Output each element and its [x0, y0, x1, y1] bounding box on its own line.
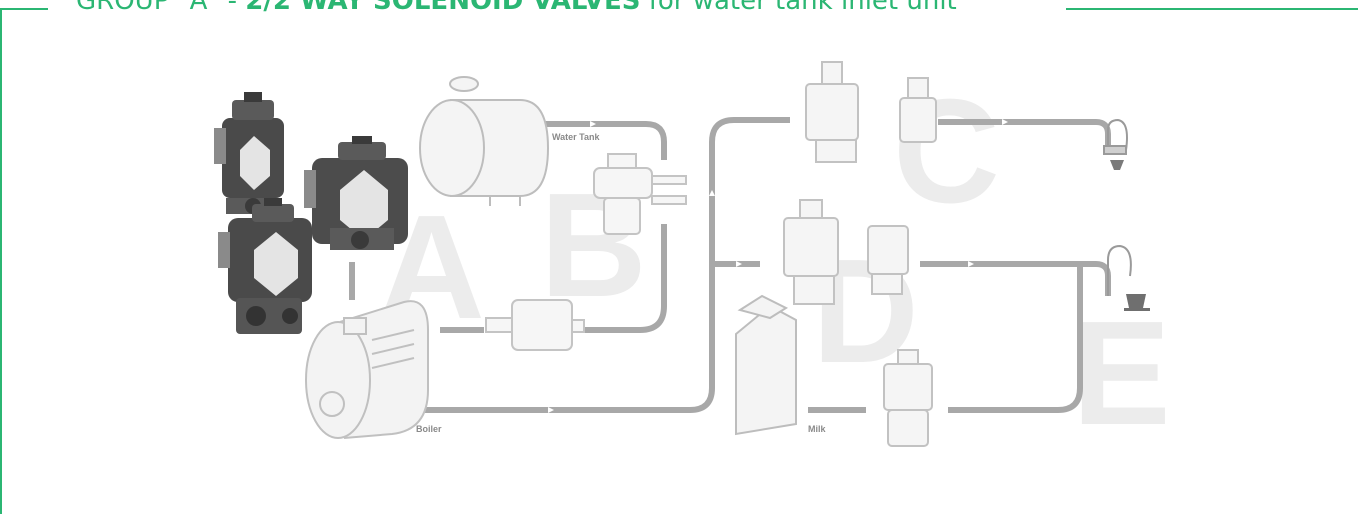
coffee-cup-icon	[1126, 294, 1146, 308]
water-tank-component	[420, 77, 548, 206]
pipe-tank-to-filter	[540, 124, 664, 160]
pipe-e-loop	[948, 264, 1080, 410]
label-boiler: Boiler	[416, 424, 442, 434]
solenoid-valve-bottom	[218, 198, 312, 334]
milk-outlet	[1108, 246, 1131, 296]
coffee-saucer	[1124, 308, 1150, 311]
label-water-tank: Water Tank	[552, 132, 601, 142]
milk-carton-component	[736, 296, 796, 434]
pump-component	[486, 300, 584, 350]
letter-e: E	[1072, 291, 1171, 456]
solenoid-valve-right	[304, 136, 408, 250]
label-milk: Milk	[808, 424, 826, 434]
solenoid-valve-top	[214, 92, 284, 214]
espresso-cup-icon	[1110, 160, 1124, 170]
boiler-component	[306, 301, 428, 438]
valve-group-e	[884, 350, 932, 446]
